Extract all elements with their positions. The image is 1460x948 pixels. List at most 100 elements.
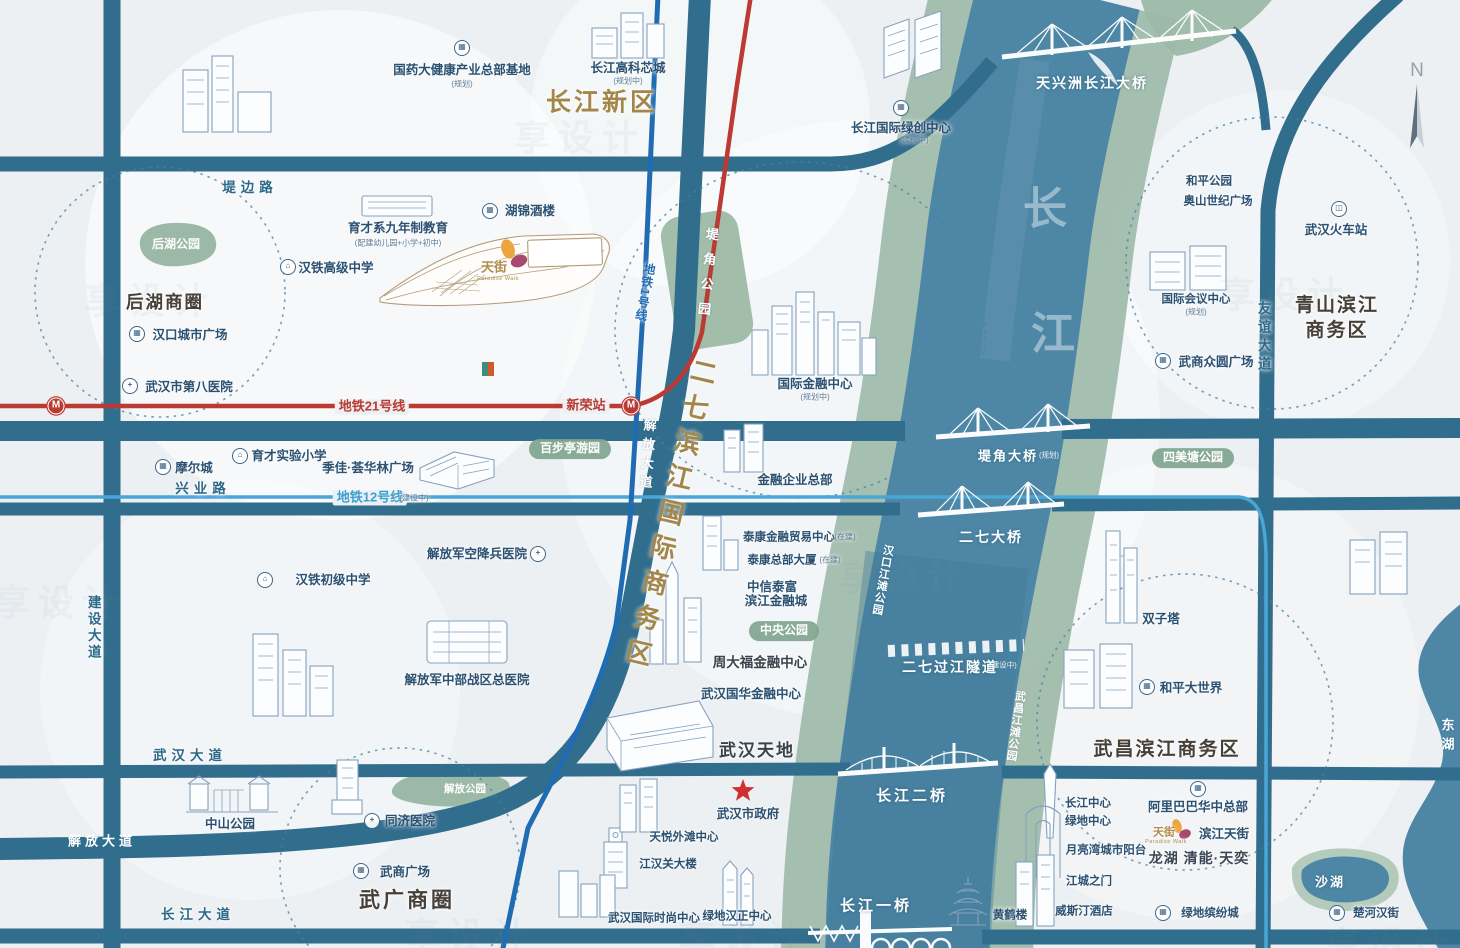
poi-gaokexin-status: (规划中) xyxy=(613,76,643,86)
poi-hantie-junior: 汉铁初级中学 xyxy=(295,572,371,587)
road-xingye: 兴业路 xyxy=(175,481,231,497)
poi-guoyao-status: (规划) xyxy=(451,79,473,89)
poi-huanghelou: 黄鹤楼 xyxy=(992,909,1028,922)
bridge-dijiao-status: (规划) xyxy=(1039,450,1059,460)
poi-lvdi-binfen: 绿地缤纷城 xyxy=(1181,907,1239,920)
project-marker xyxy=(482,362,494,376)
heping-world-buildings xyxy=(1063,643,1133,709)
metro21-label: 地铁21号线 xyxy=(334,399,410,415)
tianxingzhou-sandbar xyxy=(1088,52,1118,86)
road-dibian-lu xyxy=(0,57,998,172)
changjiang-1-bridge-icon xyxy=(807,910,953,948)
poi-icon-zhongyuan: ▦ xyxy=(1155,353,1171,369)
poi-changjiang-center: 长江中心 xyxy=(1065,797,1111,810)
watermark-text: 享设计 xyxy=(403,915,537,948)
poi-lvdi-hanzheng: 绿地汉正中心 xyxy=(702,910,772,923)
poi-lvchuang-status: (建设中) xyxy=(899,135,929,145)
poi-moonbay: 月亮湾城市阳台 xyxy=(1065,844,1147,857)
road-wuhan-dadao xyxy=(0,762,851,779)
poi-yucai-edu: 育才系九年制教育 xyxy=(347,220,449,235)
poi-icon-heping-world: ▦ xyxy=(1139,679,1155,695)
road-jiefang-dadao xyxy=(0,0,711,860)
lvchuang-buildings xyxy=(883,10,942,79)
tianyue-towers xyxy=(619,778,658,833)
poi-ifc: 国际金融中心 xyxy=(777,376,853,391)
gaokexin-buildings xyxy=(591,12,665,59)
hanzheng-spires xyxy=(722,860,754,926)
poi-jijia: 季佳·荟华林广场 xyxy=(322,460,414,475)
poi-chuhe-hanjie: 楚河汉街 xyxy=(1353,907,1399,920)
road-h2-east xyxy=(1061,418,1460,439)
poi-zhongxin-1: 中信泰富 xyxy=(746,579,798,594)
poi-icon-hantie-high: ⌂ xyxy=(280,259,296,275)
tianxingzhou-island xyxy=(1141,0,1272,56)
jijia-mall-building xyxy=(419,451,495,490)
erqi-tunnel-dashes xyxy=(887,639,1025,657)
logo-tianjie-mall-tagline: Paradise Walk xyxy=(477,275,519,282)
poi-fashion-center: 武汉国际时尚中心 xyxy=(608,912,700,925)
yangtze-river xyxy=(825,0,1140,948)
poi-icon-hankou-plaza: ▦ xyxy=(129,326,145,342)
poi-icon-hantie-junior: ⌂ xyxy=(257,572,273,588)
road-youyi-v: 友谊大道 xyxy=(1255,301,1271,375)
buildings-layer xyxy=(182,10,1408,927)
poi-hujin: 湖锦酒楼 xyxy=(504,203,556,218)
park-jiefang: 解放公园 xyxy=(444,782,486,795)
road-wuchang-riverside xyxy=(1001,765,1460,781)
poi-jiangcheng-gate: 江城之门 xyxy=(1066,875,1112,888)
lake-donghu-v: 东湖 xyxy=(1439,718,1455,756)
poi-icon-guoyao: ▦ xyxy=(454,40,470,56)
bridge-dijiao: 堤角大桥 xyxy=(977,448,1039,464)
poi-ifc-status: (规划中) xyxy=(800,392,830,402)
paradise-walk-mall xyxy=(379,233,610,307)
metro21-station-xinrong: 新荣站 xyxy=(562,398,610,414)
watermark-text: 享设计 xyxy=(1218,274,1352,315)
lakes xyxy=(1291,604,1460,948)
logo-leaf-magenta xyxy=(510,254,528,268)
poi-icon-alibaba: ▦ xyxy=(1190,781,1206,797)
poi-jianghanguan: 江汉关大楼 xyxy=(639,858,697,871)
metro21-icon-west: M xyxy=(47,397,65,415)
poi-icon-moercheng: ▦ xyxy=(155,459,171,475)
poi-taikang-trade-status: (在建) xyxy=(834,532,856,542)
district-changjiang-xinqu: 长江新区 xyxy=(545,88,659,117)
poi-zhongyuan: 武商众圆广场 xyxy=(1178,354,1254,369)
compass-icon xyxy=(1410,84,1424,148)
changjiang-center-spire xyxy=(1043,762,1057,839)
poi-kongjiang-hospital: 解放军空降兵医院 xyxy=(426,546,528,561)
tunnel-erqi-status: (建设中) xyxy=(989,660,1017,670)
poi-icon-yucai-primary: ⌂ xyxy=(232,448,248,464)
metro-lines xyxy=(0,0,1268,948)
fashion-center-buildings xyxy=(558,870,616,918)
poi-wushang: 武商广场 xyxy=(379,864,431,879)
houhu-park-shape xyxy=(139,222,217,267)
poi-icon-kongjiang: + xyxy=(530,546,546,562)
poi-icon-chuhe: ▦ xyxy=(1329,905,1345,921)
watermark-text: 享设计 xyxy=(0,582,127,623)
wuhan-tiandi-building xyxy=(606,700,714,772)
poi-gaokexin: 长江高科芯城 xyxy=(590,60,666,75)
metro-line-12 xyxy=(0,495,1268,948)
poi-westin: 威斯汀酒店 xyxy=(1055,905,1113,918)
yucai-school-building xyxy=(361,195,433,217)
westin-towers xyxy=(1015,854,1055,927)
logo-leaf-orange xyxy=(501,239,515,259)
poi-finance-hq: 金融企业总部 xyxy=(757,472,833,487)
park-central: 中央公园 xyxy=(748,621,820,641)
poi-lvchuang: 长江国际绿创中心 xyxy=(850,120,952,135)
road-jianshe-v: 建设大道 xyxy=(85,595,101,661)
river-char-chang: 长 xyxy=(1023,184,1067,234)
park-houhu: 后湖公园 xyxy=(151,237,201,252)
circle-qingshan xyxy=(1125,116,1419,410)
poi-icon-hujin: ▦ xyxy=(482,203,498,219)
logo-leaves-small xyxy=(1172,819,1191,839)
circle-houhu xyxy=(34,166,286,418)
road-wuhan: 武汉大道 xyxy=(153,748,227,764)
poi-hankou-plaza: 汉口城市广场 xyxy=(152,327,228,342)
circle-wuchang xyxy=(1036,573,1334,871)
poi-aoshan: 奥山世纪广场 xyxy=(1183,195,1253,208)
metro12-status: (建设中) xyxy=(399,493,429,503)
metro12-label: 地铁12号线 xyxy=(332,490,408,506)
poi-taikang-trade: 泰康金融贸易中心 xyxy=(743,531,835,544)
